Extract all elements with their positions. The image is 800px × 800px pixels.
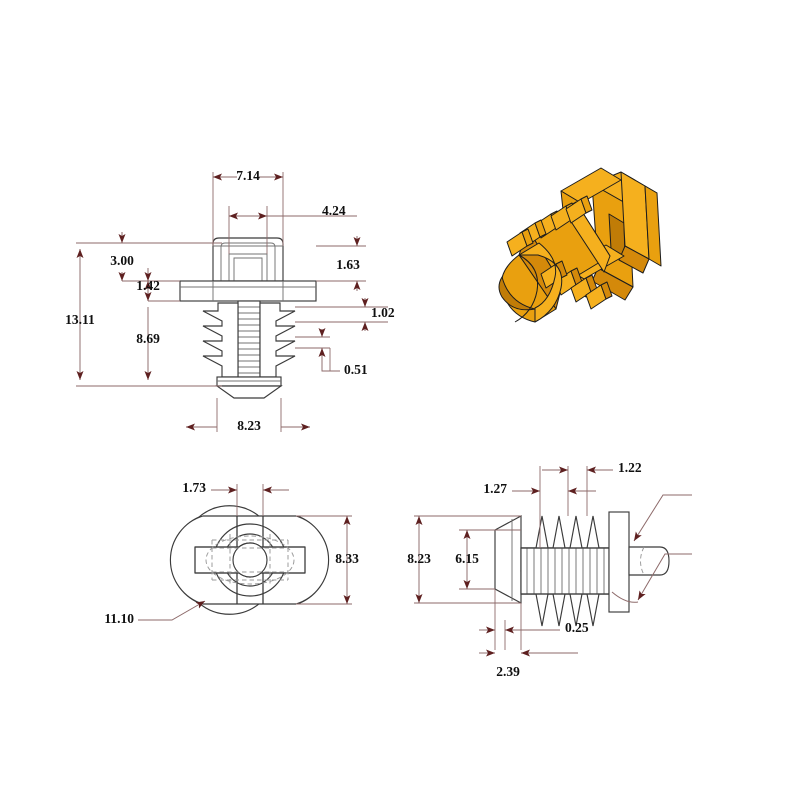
dim-13-11: 13.11: [65, 249, 95, 380]
dim-label-8-23-front: 8.23: [237, 418, 261, 433]
dim-label-2-39: 2.39: [496, 664, 520, 679]
dim-label-1-63: 1.63: [336, 257, 360, 272]
side-section-lines: [526, 548, 605, 594]
dim-label-0-25: 0.25: [565, 620, 589, 635]
dim-label-6-15: 6.15: [455, 551, 479, 566]
dim-11-10: 11.10: [104, 600, 206, 626]
view-side-elevation: 8.23 6.15 1.27 1.22 0: [407, 460, 692, 679]
dim-1-27: 1.27: [483, 481, 596, 496]
dim-1-63: 1.63: [336, 236, 361, 291]
hidden-lines-plan: [205, 534, 295, 586]
dim-0-51: 0.51: [318, 328, 368, 377]
leader-pin-upper: [633, 494, 692, 542]
part-outline-front: [179, 237, 317, 399]
dim-label-1-27: 1.27: [483, 481, 507, 496]
part-outline-plan: [169, 505, 330, 615]
dim-label-8-69: 8.69: [136, 331, 160, 346]
dim-3-00: 3.00: [110, 232, 134, 281]
dim-8-23-side: 8.23: [407, 516, 431, 603]
dim-1-22: 1.22: [542, 460, 642, 475]
view-front-section: 13.11 8.69 3.00 1.42: [65, 168, 395, 433]
dim-1-42: 1.42: [136, 268, 160, 301]
dim-2-39: 2.39: [479, 649, 578, 679]
dim-label-4-24: 4.24: [322, 203, 346, 218]
dim-6-15: 6.15: [455, 530, 479, 589]
dim-label-13-11: 13.11: [65, 312, 95, 327]
dim-0-25: 0.25: [479, 620, 589, 635]
dim-1-02: 1.02: [361, 298, 395, 331]
dim-8-23-front: 8.23: [186, 418, 310, 433]
dim-label-1-73: 1.73: [182, 480, 206, 495]
shank-section-lines: [238, 306, 260, 374]
dim-label-0-51: 0.51: [344, 362, 368, 377]
part-outline-side: [494, 511, 670, 627]
view-top-plan: 1.73 8.33 11.10: [104, 480, 359, 626]
isometric-model: [498, 167, 662, 323]
dim-7-14: 7.14: [213, 168, 283, 183]
leader-pin-lower: [611, 553, 692, 603]
dim-label-1-22: 1.22: [618, 460, 642, 475]
dim-label-11-10: 11.10: [104, 611, 134, 626]
dim-label-3-00: 3.00: [110, 253, 134, 268]
dim-4-24: 4.24: [229, 203, 357, 220]
dim-1-73: 1.73: [182, 480, 289, 495]
dim-label-8-33: 8.33: [335, 551, 359, 566]
dim-label-7-14: 7.14: [236, 168, 260, 183]
dim-label-8-23-side: 8.23: [407, 551, 431, 566]
dim-label-1-02: 1.02: [371, 305, 395, 320]
dim-label-1-42: 1.42: [136, 278, 160, 293]
dim-8-33: 8.33: [335, 516, 359, 604]
